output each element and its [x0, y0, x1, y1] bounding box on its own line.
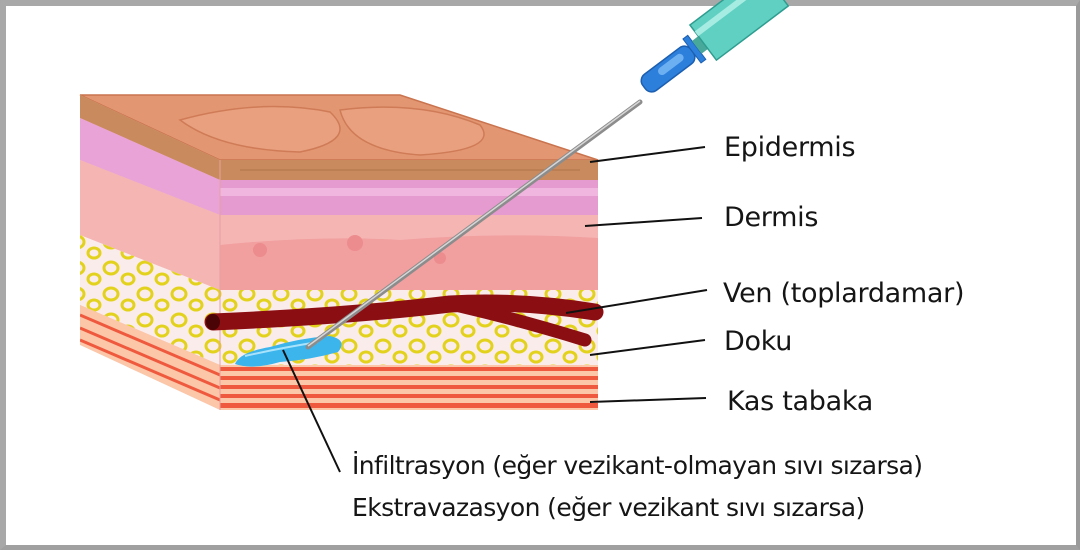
label-muscle: Kas tabaka	[727, 386, 873, 417]
skin-surface	[79, 94, 599, 161]
needle	[305, 99, 643, 350]
vein-leader	[565, 289, 708, 314]
label-tissue: Doku	[724, 326, 793, 357]
dermis-pink-layer	[220, 180, 598, 215]
caption-infiltration: İnfiltrasyon (eğer vezikant-olmayan sıvı…	[352, 451, 923, 480]
label-dermis: Dermis	[724, 202, 819, 233]
label-epidermis: Epidermis	[724, 132, 856, 163]
front-layers	[220, 160, 598, 410]
leader-lines	[282, 146, 708, 473]
dermis-leader	[584, 217, 703, 227]
tissue-leader	[589, 339, 706, 356]
muscle-leader	[589, 397, 707, 403]
epidermis-leader	[589, 146, 706, 163]
vein	[204, 294, 604, 347]
syringe	[640, 0, 790, 93]
caption-extravasation: Ekstravazasyon (eğer vezikant sıvı sızar…	[352, 493, 865, 522]
leak-leader	[282, 349, 341, 473]
label-vein: Ven (toplardamar)	[723, 278, 965, 309]
side-layers	[80, 95, 220, 410]
